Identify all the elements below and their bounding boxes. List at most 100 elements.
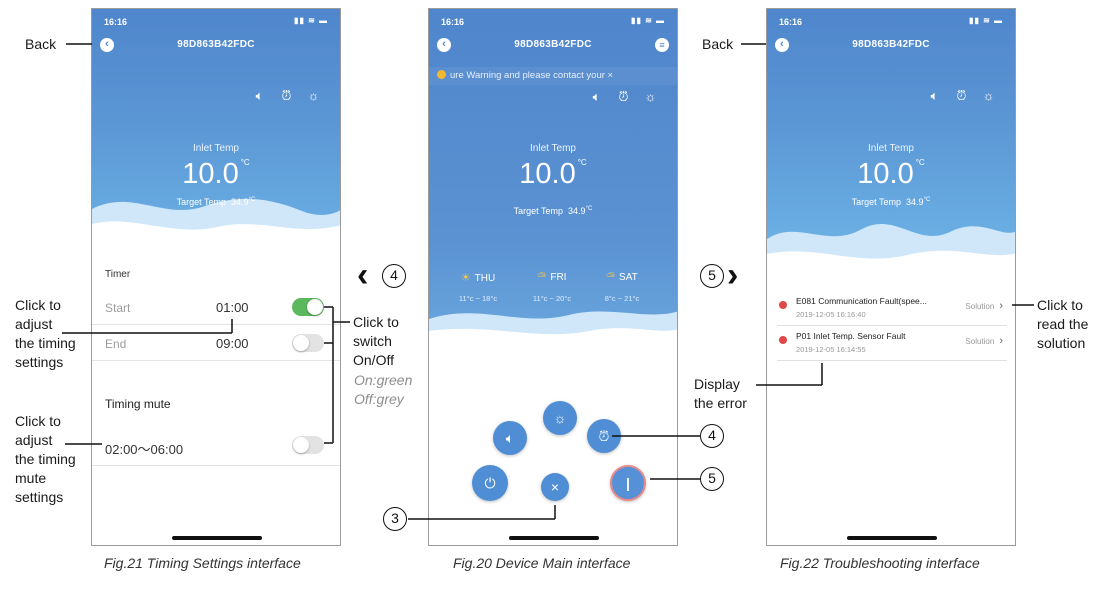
timer-section-title: Timer (105, 269, 131, 280)
back-button[interactable]: ‹ (100, 38, 114, 52)
step-4-marker: 4 (700, 424, 724, 448)
adjust-timing-annotation: Click to adjust the timing settings (15, 297, 76, 370)
fault-button[interactable]: | (610, 465, 646, 501)
start-label: Start (105, 301, 131, 315)
off-grey-note: Off:grey (354, 391, 404, 407)
chevron-right-icon: › (727, 256, 739, 294)
warning-icon (437, 70, 446, 79)
mute-button[interactable]: 🔈︎ (493, 421, 527, 455)
sun-icon: ☀ (460, 272, 471, 284)
status-bar: 16:16 ▮▮ ≋ ▬ (767, 9, 1015, 31)
toolbar: 🔈︎ ⏰︎ ☼ (241, 88, 322, 104)
sun-icon: ☼ (553, 410, 567, 426)
device-id-title: 98D863B42FDC (177, 39, 255, 50)
target-temp: Target Temp 34.9°C (176, 197, 256, 207)
mute-icon[interactable]: 🔈︎ (930, 88, 939, 103)
inlet-temp-value: 10.0°C (857, 158, 925, 190)
timing-mute-title: Timing mute (105, 397, 171, 411)
home-indicator (847, 536, 937, 540)
error-icon (779, 336, 787, 344)
chevron-left-icon: ‹ (357, 256, 369, 294)
target-temp: Target Temp 34.9°C (851, 197, 931, 207)
end-time[interactable]: 09:00 (216, 336, 249, 351)
back-button[interactable]: ‹ (437, 38, 451, 52)
sun-icon[interactable]: ☼ (307, 88, 320, 103)
mute-icon: 🔈︎ (505, 430, 515, 446)
power-button[interactable]: ⏻ (472, 465, 508, 501)
sun-icon[interactable]: ☼ (644, 89, 657, 104)
step-5-marker: 5 (700, 467, 724, 491)
wave-decoration (767, 224, 1015, 279)
timer-start-row[interactable]: Start 01:00 (92, 290, 340, 325)
mute-range[interactable]: 02:00～06:00 (105, 442, 184, 457)
back-button[interactable]: ‹ (775, 38, 789, 52)
home-indicator (509, 536, 599, 540)
switch-annotation: Click to switch On/Off (353, 314, 399, 368)
power-icon: ⏻ (484, 475, 496, 491)
wave-decoration (92, 198, 340, 259)
toolbar: 🔈︎ ⏰︎ ☼ (578, 89, 659, 105)
alarm-clock-icon: ⏰︎ (598, 428, 610, 444)
adjust-mute-annotation: Click to adjust the timing mute settings (15, 413, 76, 505)
end-label: End (105, 337, 127, 351)
status-time: 16:16 (441, 17, 465, 27)
on-green-note: On:green (354, 372, 413, 388)
fault-title: P01 Inlet Temp. Sensor Fault (796, 331, 906, 341)
timing-settings-screen: 16:16 ▮▮ ≋ ▬ ‹ 98D863B42FDC 🔈︎ ⏰︎ ☼ Inlet … (91, 8, 341, 546)
signal-wifi-battery-icon: ▮▮ ≋ ▬ (631, 16, 665, 25)
mute-icon[interactable]: 🔈︎ (592, 89, 601, 104)
error-icon (779, 301, 787, 309)
warning-banner[interactable]: ure Warning and please contact your × (429, 67, 677, 85)
chevron-right-icon: › (999, 300, 1003, 312)
header-background (767, 9, 1015, 245)
signal-wifi-battery-icon: ▮▮ ≋ ▬ (294, 16, 328, 25)
start-toggle[interactable] (292, 298, 324, 316)
status-bar: 16:16 ▮▮ ≋ ▬ (92, 9, 340, 31)
read-solution-annotation: Click to read the solution (1037, 297, 1089, 351)
close-button[interactable]: × (541, 473, 569, 501)
step-4-marker: 4 (382, 264, 406, 288)
device-main-screen: 16:16 ▮▮ ≋ ▬ ‹ 98D863B42FDC ≡ ure Warnin… (428, 8, 678, 546)
close-icon: × (550, 479, 560, 495)
solution-link[interactable]: Solution› (965, 300, 1003, 312)
close-icon[interactable]: × (607, 70, 614, 81)
target-temp: Target Temp 34.9°C (513, 206, 593, 216)
mute-icon[interactable]: 🔈︎ (255, 88, 264, 103)
forecast-day: ☀THU 11°c ~ 18°c (458, 272, 498, 303)
alarm-clock-icon[interactable]: ⏰︎ (281, 88, 292, 103)
inlet-temp-label: Inlet Temp (193, 143, 239, 154)
fault-title: E081 Communication Fault(spee... (796, 296, 927, 306)
inlet-temp-label: Inlet Temp (868, 143, 914, 154)
back-annotation: Back (702, 36, 734, 52)
home-indicator (172, 536, 262, 540)
alarm-clock-icon[interactable]: ⏰︎ (956, 88, 967, 103)
warning-text: ure Warning and please contact your (450, 70, 605, 81)
header-background (429, 9, 677, 339)
temp-unit: °C (240, 158, 250, 167)
timer-end-row[interactable]: End 09:00 (92, 326, 340, 361)
main-caption: Fig.20 Device Main interface (453, 555, 631, 571)
step-5-marker: 5 (700, 264, 724, 288)
fault-row[interactable]: E081 Communication Fault(spee... 2019-12… (777, 292, 1007, 326)
timing-caption: Fig.21 Timing Settings interface (104, 555, 301, 571)
alarm-clock-icon[interactable]: ⏰︎ (618, 89, 629, 104)
status-time: 16:16 (104, 17, 128, 27)
timing-mute-row[interactable]: 02:00～06:00 (92, 426, 340, 466)
solution-link[interactable]: Solution› (965, 335, 1003, 347)
forecast-day: ⛅︎SAT 8°c ~ 21°c (604, 271, 640, 303)
inlet-temp-value: 10.0°C (519, 158, 587, 190)
end-toggle[interactable] (292, 334, 324, 352)
signal-wifi-battery-icon: ▮▮ ≋ ▬ (969, 16, 1003, 25)
toolbar: 🔈︎ ⏰︎ ☼ (916, 88, 997, 104)
sun-icon[interactable]: ☼ (982, 88, 995, 103)
inlet-temp-label: Inlet Temp (530, 143, 576, 154)
mute-toggle[interactable] (292, 436, 324, 454)
start-time[interactable]: 01:00 (216, 300, 249, 315)
menu-icon[interactable]: ≡ (655, 38, 669, 52)
fault-row[interactable]: P01 Inlet Temp. Sensor Fault 2019-12-05 … (777, 327, 1007, 361)
device-id-title: 98D863B42FDC (514, 39, 592, 50)
status-bar: 16:16 ▮▮ ≋ ▬ (429, 9, 677, 31)
partly-cloudy-icon: ⛅︎ (537, 271, 547, 283)
mode-sun-button[interactable]: ☼ (543, 401, 577, 435)
